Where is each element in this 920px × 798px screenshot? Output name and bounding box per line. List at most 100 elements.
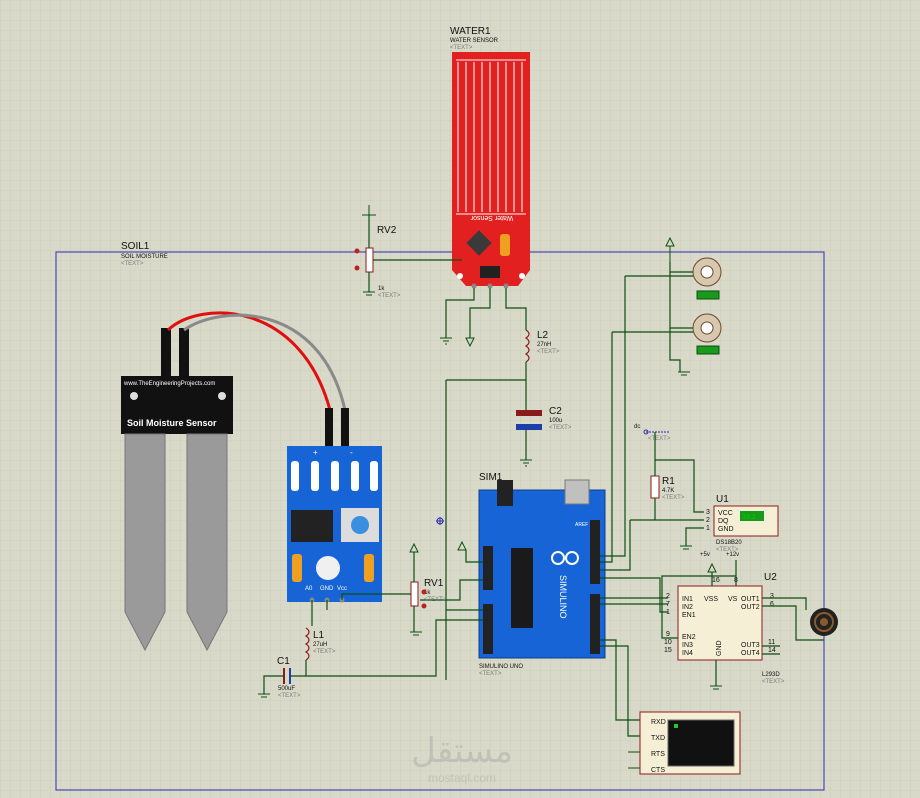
inductor-l1[interactable]: L1 27uH <TEXT> xyxy=(304,627,336,661)
water-chip xyxy=(480,266,500,278)
soil-moisture-sensor[interactable]: SOIL1 SOIL MOISTURE <TEXT> www.TheEngine… xyxy=(121,241,233,652)
rv1-pin-a[interactable] xyxy=(421,589,427,595)
u2-p6: 6 xyxy=(770,601,774,608)
watermark: مستقل mostaql.com xyxy=(411,732,513,785)
u1-ds18b20[interactable]: U1 VCC DQ GND 3 2 1 33.2 DS18B20 <TEXT> xyxy=(706,494,779,553)
wire-u2-en2 xyxy=(661,575,736,639)
motor-2-shaft xyxy=(700,321,714,335)
u2-p3: 3 xyxy=(770,593,774,600)
soil-hole-left xyxy=(130,392,138,400)
wire-gnd-rail xyxy=(420,579,483,601)
sim-analog-header xyxy=(483,604,493,654)
wire-water-signal xyxy=(469,288,491,338)
wire-r1-vcc xyxy=(655,459,704,513)
wire-d-motor1 xyxy=(600,276,626,557)
rv1-pin-b[interactable] xyxy=(421,603,427,609)
speaker[interactable] xyxy=(810,608,838,636)
soil-ref: SOIL1 xyxy=(121,241,150,252)
inductor-l2[interactable]: L2 27nH <TEXT> xyxy=(524,329,560,363)
watermark-latin: mostaql.com xyxy=(428,771,496,785)
water-pin-2[interactable] xyxy=(487,283,493,289)
dc-node xyxy=(643,429,649,435)
u1-num-2: 2 xyxy=(706,517,710,524)
c2-text: <TEXT> xyxy=(549,425,572,431)
u2-out2: OUT2 xyxy=(741,604,760,611)
r1-ref: R1 xyxy=(662,476,675,487)
wire-out2 xyxy=(762,605,824,641)
water-pin-1[interactable] xyxy=(471,283,477,289)
wire-en1 xyxy=(600,577,668,613)
u1-pin-dq: DQ xyxy=(718,518,729,525)
soil-hole-right xyxy=(218,392,226,400)
l2-ref: L2 xyxy=(537,330,549,341)
c2-value: 100u xyxy=(549,418,562,424)
motor-1[interactable] xyxy=(692,257,722,300)
module-pad-3 xyxy=(331,461,339,491)
module-pad-5 xyxy=(370,461,378,491)
soil-name: SOIL MOISTURE xyxy=(121,254,168,260)
u2-in3: IN3 xyxy=(682,642,693,649)
u2-body xyxy=(677,585,763,661)
capacitor-c2[interactable]: C2 100u <TEXT> xyxy=(516,406,572,431)
sim-pcb xyxy=(478,489,606,659)
module-led-area xyxy=(316,556,340,580)
u2-p7: 7 xyxy=(666,601,670,608)
terminal-rts: RTS xyxy=(651,751,665,758)
motor-1-indicator xyxy=(696,290,720,300)
module-minus: - xyxy=(350,448,353,457)
l1-text: <TEXT> xyxy=(313,649,336,655)
soil-module-board[interactable]: + - A0 GND Vcc xyxy=(287,408,382,603)
u1-display-value: 33.2 xyxy=(742,514,756,521)
u2-out4: OUT4 xyxy=(741,650,760,657)
cable-gray xyxy=(183,313,347,411)
water-hole-right xyxy=(519,273,525,279)
sheet-border xyxy=(55,251,825,791)
u2-p9: 9 xyxy=(666,631,670,638)
c2-plate-top xyxy=(516,410,542,416)
c2-ref: C2 xyxy=(549,406,562,417)
water-hole-left xyxy=(457,273,463,279)
wire-d-dq xyxy=(600,520,631,571)
terminal-txd: TXD xyxy=(651,735,665,742)
u1-pin-vcc: VCC xyxy=(718,510,733,517)
u2-p16: 16 xyxy=(712,577,720,584)
wire-motor-common xyxy=(669,262,681,372)
wire-water-l2 xyxy=(505,288,527,330)
rv2-pin-a[interactable] xyxy=(354,248,360,254)
u2-p2: 2 xyxy=(666,593,670,600)
u2-p14: 14 xyxy=(768,647,776,654)
c1-value: 500uF xyxy=(278,686,295,692)
module-gnd-label: GND xyxy=(320,586,334,592)
l2-text: <TEXT> xyxy=(537,349,560,355)
sim-logo-right xyxy=(565,551,579,565)
motor-2[interactable] xyxy=(692,313,722,355)
dc-text: <TEXT> xyxy=(648,436,671,442)
u2-p15: 15 xyxy=(664,647,672,654)
simulino-uno[interactable]: SIM1 SIMULINO AREF SIMULINO UNO <TEXT> xyxy=(478,472,606,677)
u2-12v: +12v xyxy=(726,552,739,558)
water-sensor[interactable]: WATER1 WATER SENSOR <TEXT> Water Sensor xyxy=(450,26,530,289)
u2-l293d[interactable]: U2 IN1 IN2 EN1 EN2 IN3 IN4 VSS VS OUT1 O… xyxy=(664,552,785,685)
rv1-text: <TEXT> xyxy=(424,597,447,603)
water-name: WATER SENSOR xyxy=(450,38,499,44)
terminal-cursor xyxy=(674,724,678,728)
dc-source[interactable]: dc <TEXT> xyxy=(634,424,671,442)
module-plus: + xyxy=(313,448,318,457)
sim-name: SIMULINO UNO xyxy=(479,664,523,670)
rv2-pin-b[interactable] xyxy=(354,265,360,271)
rv2-ref: RV2 xyxy=(377,225,397,236)
soil-probe-right xyxy=(186,433,228,652)
c1-ref: C1 xyxy=(277,656,290,667)
virtual-terminal[interactable]: RXD TXD RTS CTS xyxy=(628,711,741,775)
sim-power-header xyxy=(483,546,493,590)
sim-digital-header-1 xyxy=(590,520,600,584)
u2-p11: 11 xyxy=(768,639,775,646)
u1-part: DS18B20 xyxy=(716,540,742,546)
water-pin-3[interactable] xyxy=(503,283,509,289)
u2-text: <TEXT> xyxy=(762,679,785,685)
u1-text: <TEXT> xyxy=(716,547,739,553)
r1-text: <TEXT> xyxy=(662,495,685,501)
u2-in1: IN1 xyxy=(682,596,693,603)
u2-p10: 10 xyxy=(664,639,672,646)
water-text: <TEXT> xyxy=(450,45,473,51)
